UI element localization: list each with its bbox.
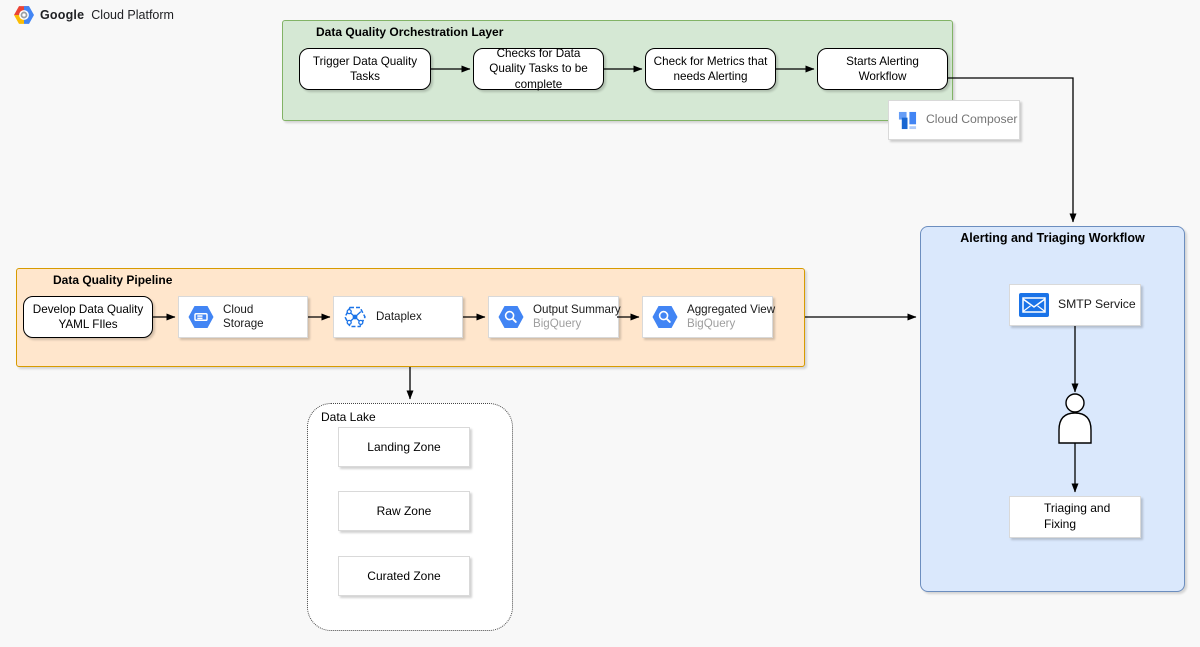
email-envelope-icon (1019, 293, 1049, 317)
aggregated-view-bigquery-node: Aggregated View BigQuery (642, 296, 776, 338)
cloud-storage-icon (188, 305, 214, 329)
output-summary-bigquery-node: Output Summary BigQuery (488, 296, 621, 338)
zone-box-curated: Curated Zone (338, 556, 470, 596)
data-lake-title: Data Lake (321, 410, 376, 424)
step-label: Check for Metrics that needs Alerting (653, 54, 768, 83)
aggregated-view-label: Aggregated View (687, 302, 776, 316)
zone-box-landing: Landing Zone (338, 427, 470, 467)
pipeline-title: Data Quality Pipeline (53, 273, 173, 287)
zone-label: Landing Zone (367, 440, 441, 454)
step-label: Trigger Data Quality Tasks (312, 54, 418, 83)
dataplex-label: Dataplex (376, 309, 422, 323)
output-summary-label: Output Summary (533, 302, 621, 316)
step-starts-alerting-workflow: Starts Alerting Workflow (817, 48, 948, 90)
gcp-logo-icon (14, 6, 34, 24)
cloud-composer-node: Cloud Composer (888, 100, 1020, 140)
brand-name: Google (40, 8, 85, 22)
step-label: Starts Alerting Workflow (846, 54, 919, 83)
zone-box-raw: Raw Zone (338, 491, 470, 531)
smtp-service-label: SMTP Service (1058, 297, 1136, 312)
cloud-composer-icon (898, 111, 917, 130)
zone-label: Curated Zone (367, 569, 441, 583)
triaging-label: Triaging and Fixing (1044, 501, 1111, 531)
yaml-node-label: Develop Data Quality YAML FIles (32, 302, 144, 331)
alerting-workflow-title: Alerting and Triaging Workflow (960, 231, 1145, 245)
smtp-service-node: SMTP Service (1009, 284, 1141, 326)
step-label: Checks for Data Quality Tasks to be comp… (489, 47, 588, 91)
orchestration-layer-title: Data Quality Orchestration Layer (316, 25, 504, 39)
triaging-and-fixing-node: Triaging and Fixing (1009, 496, 1141, 538)
step-trigger-data-quality-tasks: Trigger Data Quality Tasks (299, 48, 431, 90)
bigquery-icon (652, 305, 678, 329)
bigquery-icon (498, 305, 524, 329)
output-summary-sublabel: BigQuery (533, 317, 582, 330)
develop-yaml-files-node: Develop Data Quality YAML FIles (23, 296, 153, 338)
step-check-metrics-alerting: Check for Metrics that needs Alerting (645, 48, 776, 90)
aggregated-view-sublabel: BigQuery (687, 317, 736, 330)
cloud-storage-label: Cloud Storage (223, 302, 264, 330)
dataplex-icon (343, 305, 367, 329)
cloud-composer-label: Cloud Composer (926, 112, 1018, 127)
brand-suffix: Cloud Platform (91, 8, 174, 22)
zone-label: Raw Zone (376, 504, 432, 518)
gcp-brand: Google Cloud Platform (14, 6, 174, 24)
cloud-storage-node: Cloud Storage (178, 296, 308, 338)
step-checks-tasks-complete: Checks for Data Quality Tasks to be comp… (473, 47, 604, 91)
dataplex-node: Dataplex (333, 296, 463, 338)
